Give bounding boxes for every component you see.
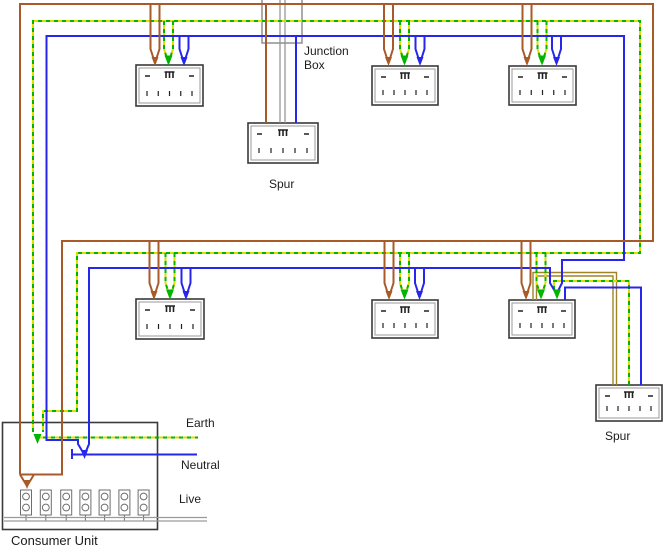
socket-mid-3: [508, 299, 576, 339]
earth-terminal-icon: [400, 72, 410, 79]
fuse-way: [98, 489, 111, 521]
earth-label: Earth: [186, 416, 215, 430]
earth-terminal-icon: [164, 71, 175, 78]
fuse-way: [137, 489, 150, 521]
fuse-way: [39, 489, 52, 521]
junction-box-label-line1: Junction: [304, 44, 349, 58]
spur-top-label: Spur: [269, 177, 295, 191]
socket-top-3: [508, 65, 577, 106]
fuse-row: [20, 489, 150, 521]
fuse-way: [118, 489, 131, 521]
earth-terminal-icon: [537, 306, 547, 313]
junction-box-label-line2: Box: [304, 58, 325, 72]
bare-earth-wires: [279, 0, 286, 123]
earth-wires-base: [32, 20, 641, 439]
socket-top-2: [371, 65, 439, 106]
earth-terminal-icon: [278, 129, 288, 136]
consumer-unit-label: Consumer Unit: [11, 533, 98, 548]
fuse-way: [79, 489, 92, 521]
junction-box-label: Junction Box: [304, 44, 349, 72]
earth-terminal-icon: [165, 305, 175, 312]
earth-wires-stripe: [32, 20, 641, 439]
junction-box: [261, 0, 303, 44]
spur-right-label: Spur: [605, 429, 631, 443]
socket-mid-2: [371, 299, 439, 339]
neutral-arrowheads: [81, 57, 560, 459]
spur-socket-top: [247, 122, 319, 164]
socket-top-1: [135, 64, 204, 107]
earth-terminal-icon: [624, 391, 634, 398]
socket-mid-1: [135, 298, 205, 340]
live-label: Live: [179, 492, 202, 506]
spur-socket-right: [595, 384, 663, 422]
earth-arrowheads: [33, 55, 561, 444]
earth-terminal-icon: [537, 72, 548, 79]
live-wires: [19, 3, 654, 487]
spur-live-wire: [532, 271, 618, 385]
neutral-label: Neutral: [181, 458, 220, 472]
fuse-way: [20, 489, 32, 521]
earth-terminal-icon: [400, 306, 410, 313]
fuse-way: [60, 489, 73, 521]
live-arrowheads: [23, 57, 531, 489]
consumer-unit-box: [1, 421, 159, 531]
socket-boxes: [135, 64, 663, 422]
neutral-wires: [45, 35, 642, 459]
live-busbar: [4, 516, 207, 522]
